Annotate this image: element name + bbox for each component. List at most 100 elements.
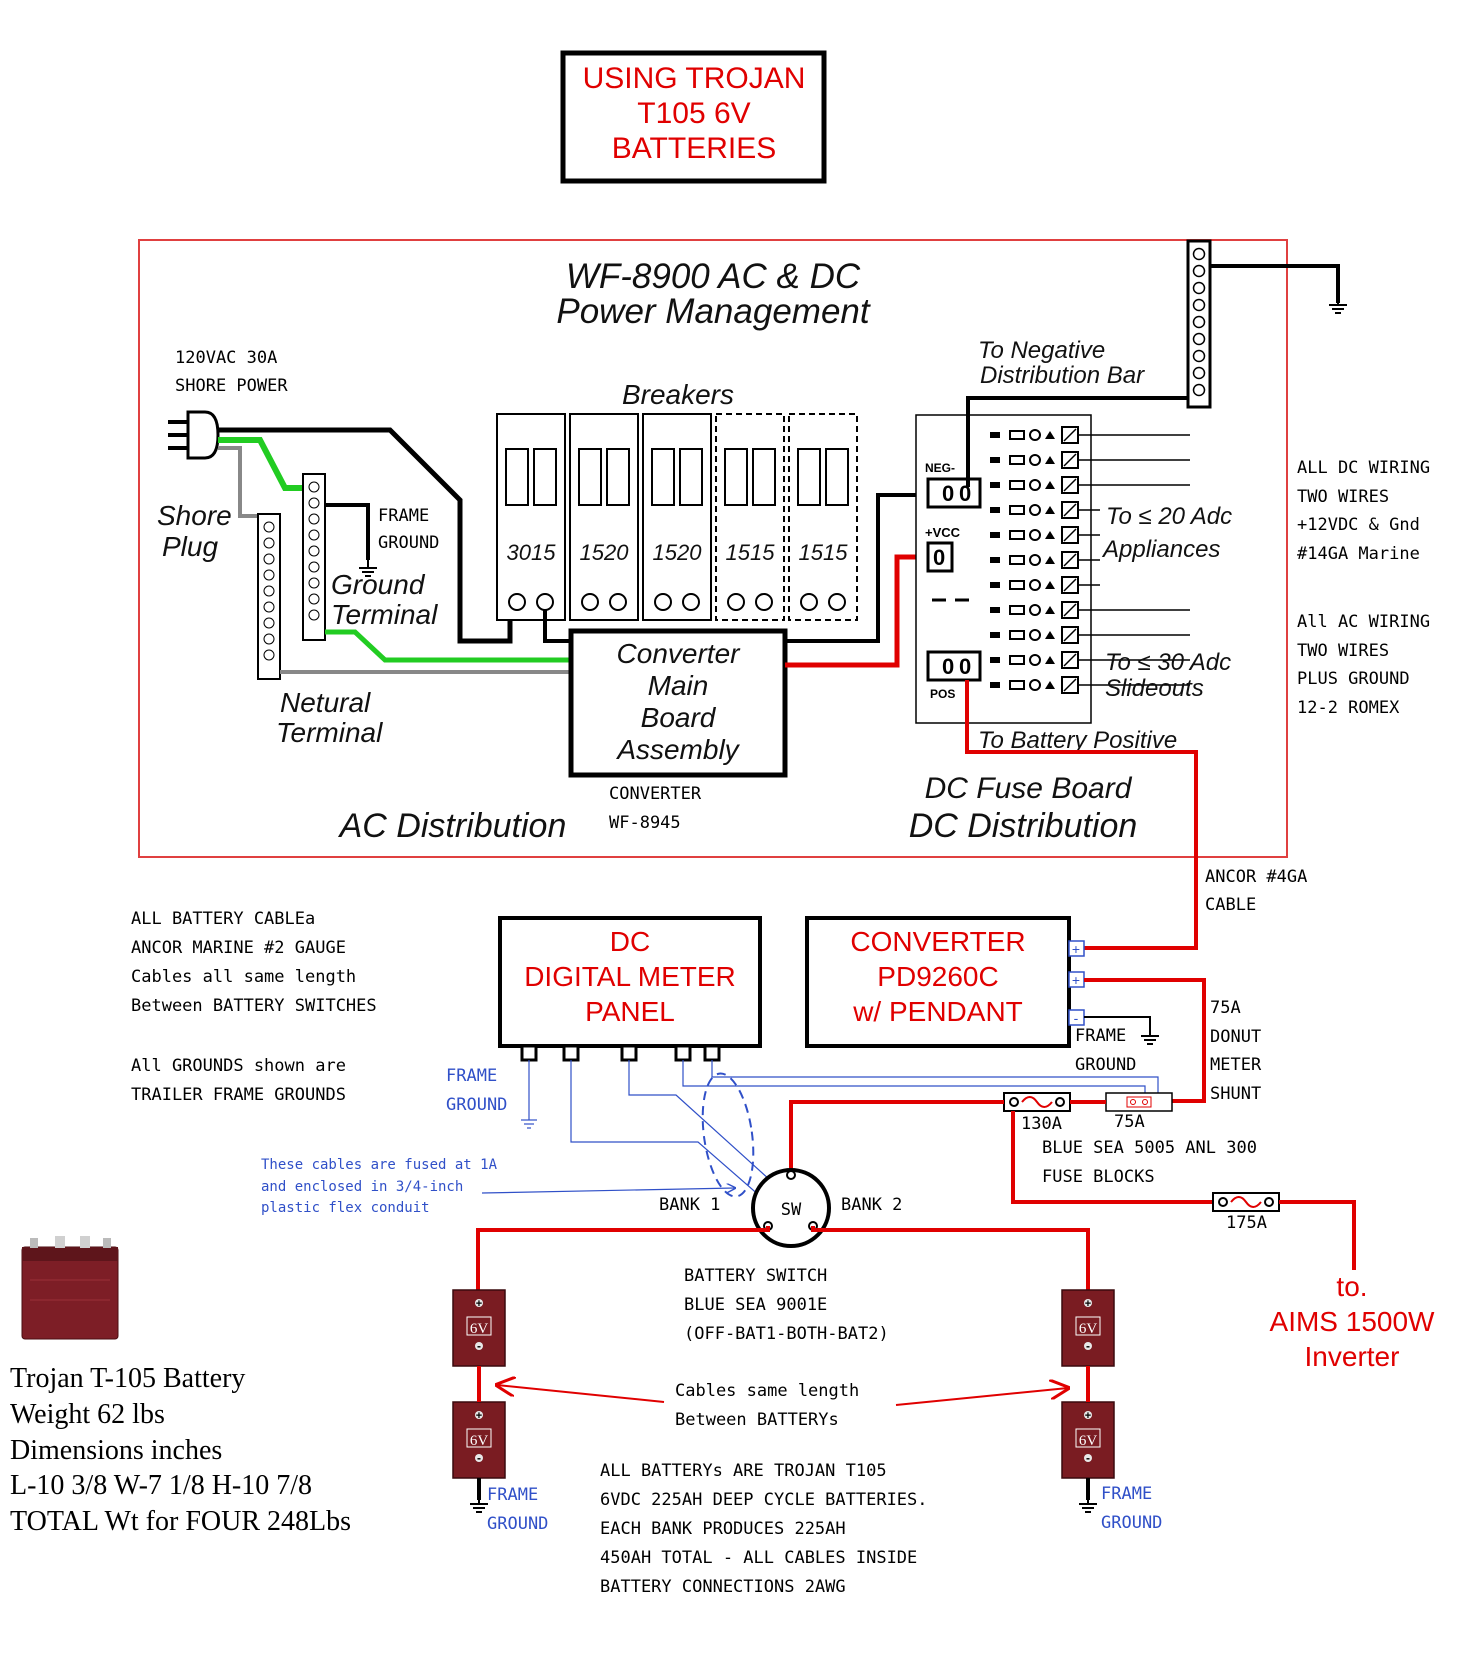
battery-lt-label: 6V bbox=[470, 1321, 489, 1337]
same-length-arrow-right bbox=[895, 1388, 1068, 1406]
to-inverter-wire bbox=[1279, 1200, 1356, 1270]
fuse-130-label: 130A bbox=[1021, 1114, 1062, 1134]
trojan-info-1: Trojan T-105 Battery bbox=[10, 1363, 245, 1394]
dc-wiring-note-1: ALL DC WIRING bbox=[1297, 458, 1430, 478]
neutral-terminal-label-2: Terminal bbox=[276, 717, 383, 748]
neg-terminal-glyph-1: 0 bbox=[942, 481, 954, 506]
battery-rt-minus: - bbox=[1086, 1339, 1090, 1353]
battery-lb-minus: - bbox=[477, 1451, 481, 1465]
slideouts-line-1: To ≤ 30 Adc bbox=[1105, 649, 1231, 676]
converter-box-line-2: PD9260C bbox=[877, 961, 998, 992]
inverter-line-1: to. bbox=[1336, 1271, 1367, 1302]
pos-to-battery-wire bbox=[965, 680, 1198, 950]
converter-model-2: WF-8945 bbox=[609, 813, 681, 833]
fuse-75-label: 75A bbox=[1114, 1112, 1145, 1132]
breaker-3 bbox=[642, 413, 712, 621]
dc-meter-panel bbox=[498, 916, 762, 1048]
meter-terminal-1 bbox=[520, 1044, 538, 1062]
fuse-row bbox=[990, 551, 1100, 569]
panel-title-line-2: Power Management bbox=[556, 292, 870, 331]
converter-board-line-3: Board bbox=[641, 702, 717, 733]
dc-distribution-label: DC Distribution bbox=[909, 807, 1138, 845]
batteries-note-1: ALL BATTERYs ARE TROJAN T105 bbox=[600, 1461, 887, 1481]
meter-panel-line-1: DC bbox=[610, 926, 650, 957]
title-line-1: USING TROJAN bbox=[583, 62, 806, 95]
to-negative-line-2: Distribution Bar bbox=[980, 362, 1145, 389]
anl-label-2: FUSE BLOCKS bbox=[1042, 1167, 1155, 1187]
ac-green-wire bbox=[218, 437, 308, 491]
batteries-note-2: 6VDC 225AH DEEP CYCLE BATTERIES. bbox=[600, 1490, 928, 1510]
fused-cables-note-1: These cables are fused at 1A bbox=[261, 1157, 498, 1173]
trojan-info-4: L-10 3/8 W-7 1/8 H-10 7/8 bbox=[10, 1470, 312, 1501]
neg-label: NEG- bbox=[925, 461, 955, 475]
fuse-row bbox=[990, 651, 1190, 669]
bar-ground-symbol bbox=[1328, 296, 1348, 314]
fuse-row bbox=[990, 526, 1100, 544]
ac-wiring-note-1: All AC WIRING bbox=[1297, 612, 1430, 632]
converter-model-1: CONVERTER bbox=[609, 784, 702, 804]
battery-rb-plus: + bbox=[1085, 1410, 1091, 1422]
bank-1-label: BANK 1 bbox=[659, 1195, 720, 1215]
shore-power-line-1: 120VAC 30A bbox=[175, 348, 277, 368]
fuse-175-label: 175A bbox=[1226, 1213, 1267, 1233]
battery-rb-minus: - bbox=[1086, 1451, 1090, 1465]
battery-cables-note-3: Cables all same length bbox=[131, 967, 356, 987]
meter-panel-line-2: DIGITAL METER bbox=[524, 961, 736, 992]
fused-cables-note-2: and enclosed in 3/4-inch bbox=[261, 1179, 463, 1195]
breaker-rating-1: 3015 bbox=[507, 540, 557, 565]
fuse-row bbox=[990, 426, 1190, 444]
meter-terminal-4 bbox=[674, 1044, 692, 1062]
converter-to-shunt-wire bbox=[1084, 978, 1206, 1103]
neutral-terminal-icon bbox=[257, 513, 281, 680]
shore-plug-label-1: Shore bbox=[157, 500, 232, 531]
breaker-2 bbox=[569, 413, 639, 621]
to-negative-line-1: To Negative bbox=[978, 337, 1105, 364]
fuse-row bbox=[990, 476, 1190, 494]
vcc-label: +VCC bbox=[925, 525, 961, 540]
to-battery-positive: To Battery Positive bbox=[978, 727, 1177, 754]
neg-terminal-glyph-2: 0 bbox=[959, 481, 971, 506]
converter-main-board bbox=[568, 628, 788, 778]
left-battery-ground bbox=[469, 1495, 489, 1513]
ground-terminal-label-1: Ground bbox=[331, 569, 426, 600]
ac-distribution-label: AC Distribution bbox=[338, 807, 567, 845]
vcc-terminal bbox=[926, 541, 954, 573]
dc-fuse-board-label: DC Fuse Board bbox=[925, 772, 1133, 805]
fuse-row bbox=[990, 676, 1190, 694]
left-frame-ground-2: GROUND bbox=[487, 1514, 548, 1534]
green-to-converter bbox=[325, 629, 575, 663]
frame-ground-top-2: GROUND bbox=[378, 533, 439, 553]
fused-cables-pointer bbox=[481, 1188, 735, 1194]
ground-terminal-icon bbox=[302, 473, 326, 641]
fuse-75a bbox=[1105, 1092, 1173, 1112]
ac-neutral-wire bbox=[218, 446, 265, 518]
anl-label-1: BLUE SEA 5005 ANL 300 bbox=[1042, 1138, 1257, 1158]
sense-wire-1 bbox=[570, 1060, 777, 1211]
flex-conduit-outline bbox=[701, 1072, 755, 1198]
breaker-rating-4: 1515 bbox=[726, 540, 776, 565]
dc-wiring-note-3: +12VDC & Gnd bbox=[1297, 515, 1420, 535]
ancor-cable-2: CABLE bbox=[1205, 895, 1256, 915]
meter-panel-line-3: PANEL bbox=[585, 996, 675, 1027]
battery-rt-plus: + bbox=[1085, 1298, 1091, 1310]
battery-rt-label: 6V bbox=[1079, 1321, 1098, 1337]
donut-shunt-4: SHUNT bbox=[1210, 1084, 1261, 1104]
appliances-line-1: To ≤ 20 Adc bbox=[1106, 503, 1232, 530]
breakers-label: Breakers bbox=[622, 379, 734, 410]
meter-terminal-5 bbox=[703, 1044, 721, 1062]
shore-plug-label-2: Plug bbox=[162, 531, 218, 562]
fuse-rows bbox=[990, 426, 1190, 694]
converter-pos-terminal-1 bbox=[1068, 940, 1085, 957]
trojan-info-2: Weight 62 lbs bbox=[10, 1399, 165, 1430]
sense-wire-4 bbox=[711, 1060, 1159, 1100]
frame-ground-top-1: FRAME bbox=[378, 506, 429, 526]
converter-frame-wire bbox=[1084, 1016, 1151, 1030]
ground-terminal-label-2: Terminal bbox=[331, 599, 438, 630]
right-battery-ground bbox=[1078, 1495, 1098, 1513]
same-length-arrow-left bbox=[497, 1385, 665, 1403]
battery-lb-plus: + bbox=[476, 1410, 482, 1422]
trojan-battery-image bbox=[21, 1236, 119, 1340]
inverter-line-3: Inverter bbox=[1305, 1341, 1400, 1372]
ac-wiring-note-3: PLUS GROUND bbox=[1297, 669, 1410, 689]
ac-hot-wire bbox=[218, 427, 513, 644]
